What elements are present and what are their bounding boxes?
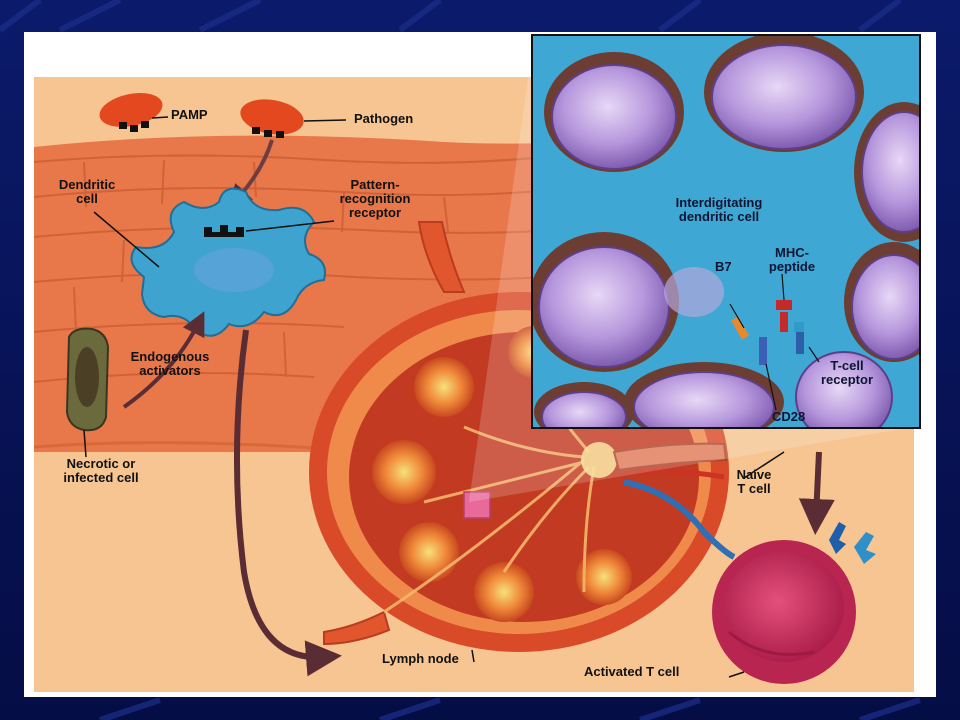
- label-dendritic-cell: Dendritic cell: [58, 177, 116, 206]
- label-lymph-node: Lymph node: [382, 651, 459, 666]
- activated-t-cell-illustration: [712, 522, 876, 684]
- label-cd28: CD28: [772, 409, 806, 424]
- lymph-vessels: [612, 442, 736, 560]
- necrotic-cell-illustration: [65, 327, 110, 458]
- illustration-panel: PAMP Pathogen Dendritic cell Pattern- re…: [24, 32, 936, 697]
- b7-cd28-molecules: [731, 300, 804, 365]
- label-naive-t-cell: Naive T cell: [736, 467, 772, 496]
- label-pathogen: Pathogen: [354, 111, 414, 126]
- dendritic-cell-illustration: [93, 187, 335, 337]
- label-interdigitating-dendritic-cell: Interdigitating dendritic cell: [675, 195, 763, 224]
- interdigitating-dendritic-cell-inset: [532, 35, 920, 428]
- label-activated-t-cell: Activated T cell: [584, 664, 680, 679]
- label-endogenous-activators: Endogenous activators: [130, 349, 210, 378]
- t-cell-nuclei: [538, 44, 920, 428]
- pamp-pathogen-illustration: [99, 92, 169, 132]
- label-necrotic-or-infected-cell: Necrotic or infected cell: [63, 456, 139, 485]
- immune-response-illustration: [33, 34, 921, 692]
- label-b7: B7: [715, 259, 732, 274]
- label-t-cell-receptor: T-cell receptor: [820, 358, 874, 387]
- pathogen-illustration: [240, 99, 347, 138]
- label-pamp: PAMP: [171, 107, 208, 122]
- label-pattern-recognition-receptor: Pattern- recognition receptor: [339, 177, 411, 220]
- label-mhc-peptide: MHC- peptide: [768, 245, 816, 274]
